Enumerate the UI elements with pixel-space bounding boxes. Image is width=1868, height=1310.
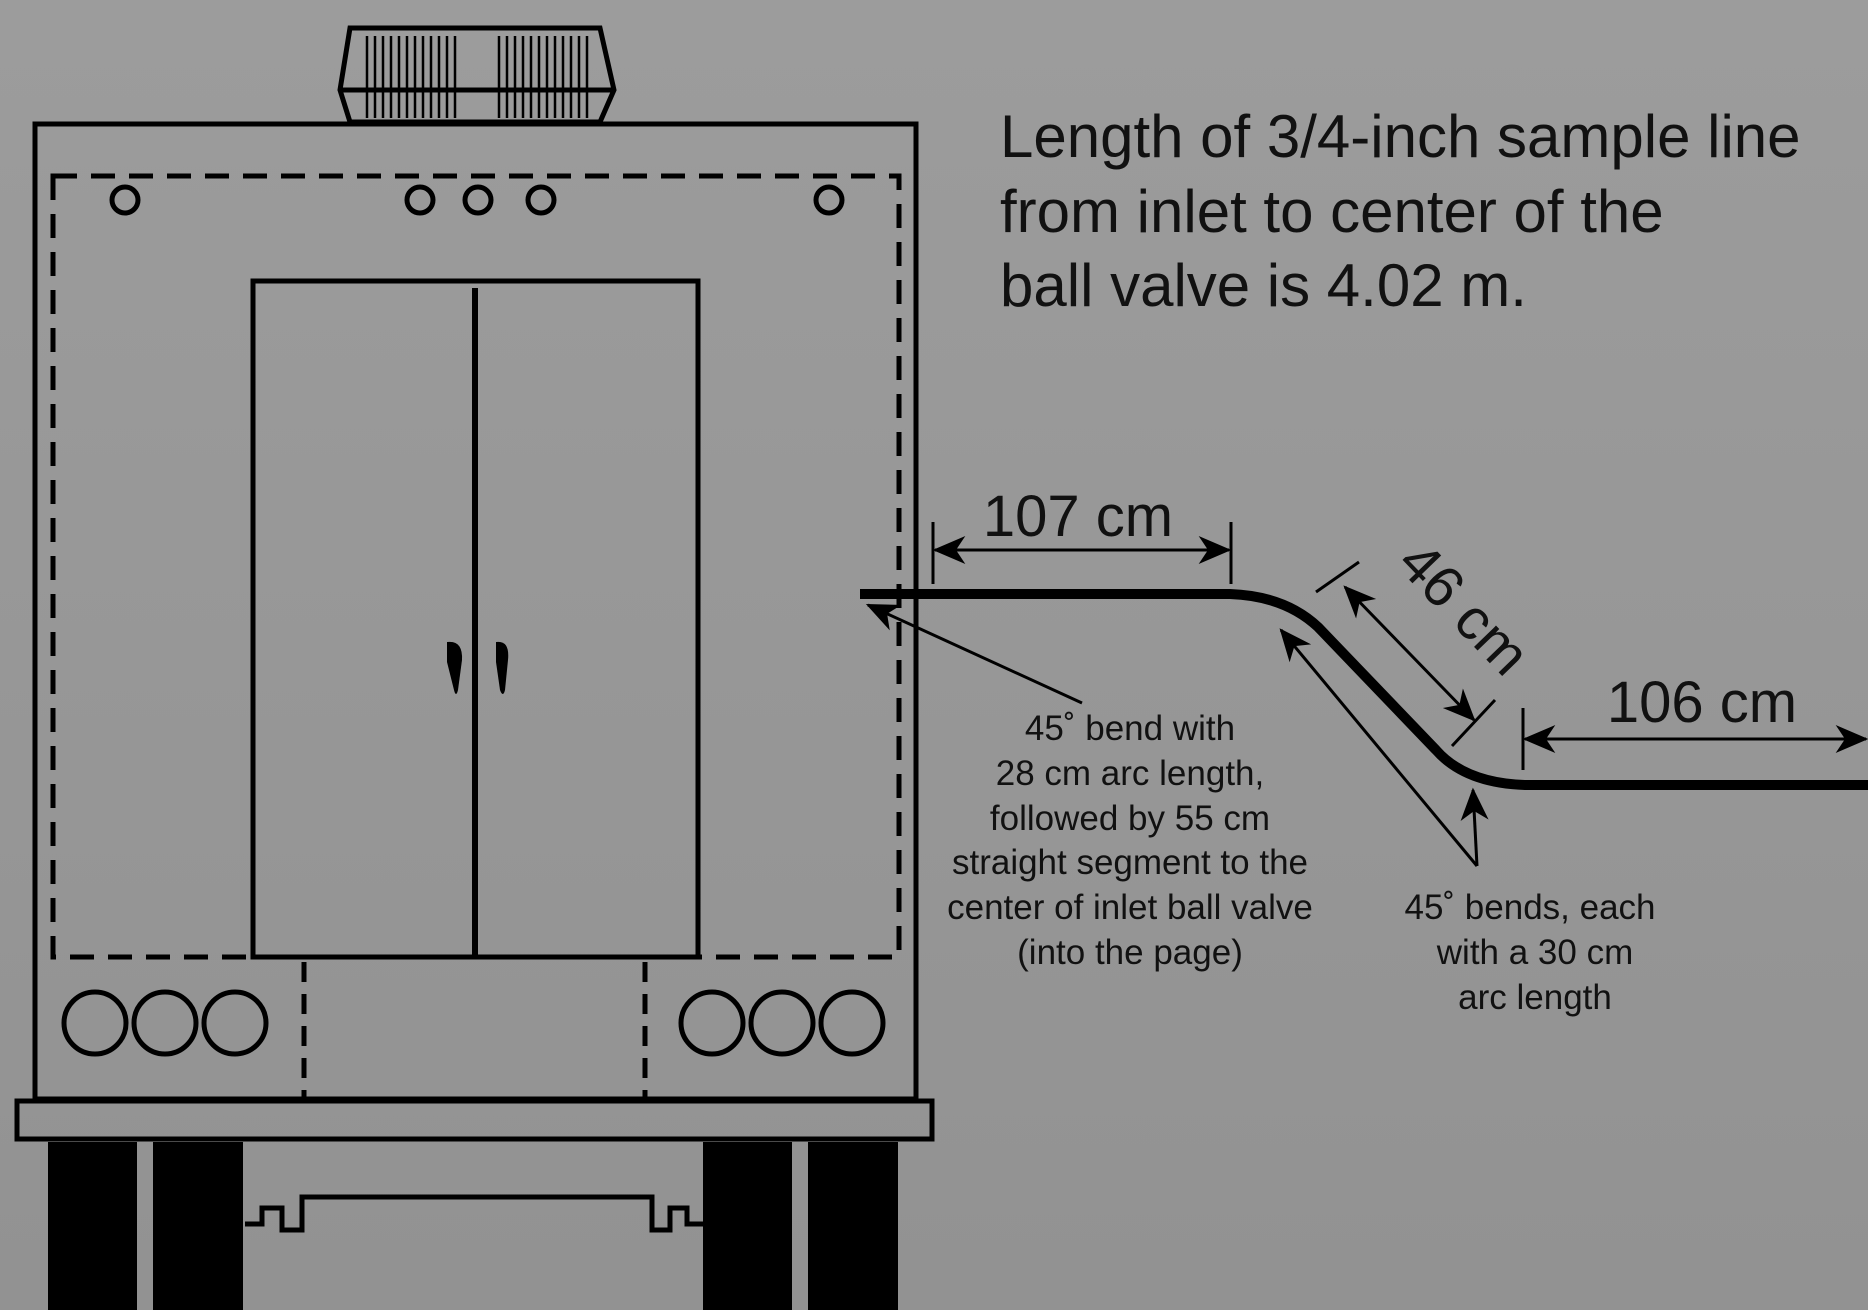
light-bar [337, 25, 617, 125]
note-inlet-line-4: straight segment to the [952, 843, 1308, 882]
note-bends-line-2: with a 30 cm [1436, 933, 1633, 972]
note-inlet-line-5: center of inlet ball valve [947, 888, 1313, 927]
door-handle-left [447, 641, 463, 694]
note-inlet-line-3: followed by 55 cm [990, 799, 1270, 838]
bumper [14, 1098, 935, 1142]
note-bends-line-3: arc length [1458, 978, 1612, 1017]
dimension-106: 106 cm [1521, 670, 1868, 770]
rear-doors [250, 278, 701, 960]
dimension-label-107: 107 cm [983, 484, 1173, 549]
tail-lights-right [678, 989, 886, 1057]
under-bar [245, 1194, 703, 1233]
dimension-label-106: 106 cm [1607, 670, 1797, 735]
header-line-3: ball valve is 4.02 m. [1000, 252, 1527, 319]
leader-bends [1279, 628, 1489, 867]
clearance-lights [109, 184, 845, 216]
header-text: Length of 3/4-inch sample line from inle… [1000, 103, 1801, 319]
leader-inlet [865, 603, 1083, 705]
note-inlet: 45˚ bend with 28 cm arc length, followed… [947, 709, 1313, 972]
note-inlet-line-2: 28 cm arc length, [996, 754, 1264, 793]
header-line-2: from inlet to center of the [1000, 178, 1664, 245]
note-inlet-line-1: 45˚ bend with [1025, 709, 1235, 748]
door-handle-right [496, 641, 509, 694]
dimension-label-46: 46 cm [1386, 529, 1542, 688]
sample-line [860, 589, 1868, 790]
tail-lights-left [61, 989, 269, 1057]
note-bends-line-1: 45˚ bends, each [1404, 888, 1655, 927]
wheels [48, 1142, 898, 1310]
dashed-panel [50, 173, 902, 960]
trailer-rear [14, 25, 935, 1310]
note-inlet-line-6: (into the page) [1017, 933, 1243, 972]
note-bends: 45˚ bends, each with a 30 cm arc length [1404, 888, 1655, 1017]
dimension-107: 107 cm [931, 484, 1233, 584]
header-line-1: Length of 3/4-inch sample line [1000, 103, 1801, 170]
